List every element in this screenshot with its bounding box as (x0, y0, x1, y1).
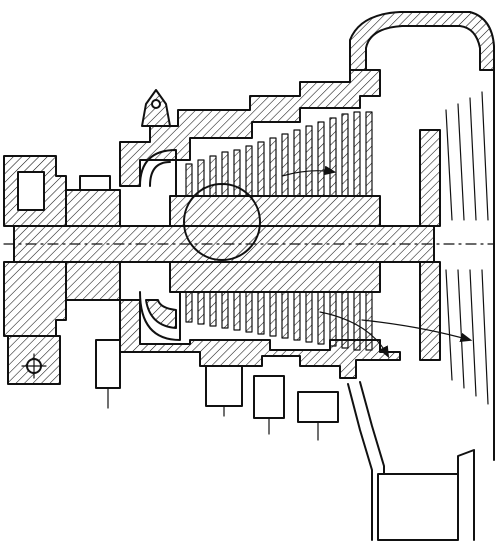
detail-circle (183, 183, 261, 261)
front-gland (65, 175, 121, 301)
flow-arrow-lower-2 (361, 319, 473, 343)
exhaust-hood (347, 381, 475, 541)
upper-rotor-drum (169, 195, 381, 227)
lower-casing (119, 299, 401, 379)
upper-nozzle-chamber (139, 149, 177, 197)
steam-flow-arrows (281, 165, 473, 359)
low-pressure-section (419, 69, 495, 461)
lower-pipe-stubs (95, 339, 339, 441)
lower-nozzle-chamber (139, 291, 181, 341)
left-bearing-housing (3, 155, 67, 385)
upper-blade-rows (185, 111, 373, 197)
main-shaft (3, 225, 495, 263)
flow-arrow-lower-1 (319, 311, 390, 359)
lower-rotor-drum (169, 261, 381, 293)
upper-casing (119, 11, 495, 187)
lifting-lug (141, 89, 171, 127)
flow-arrow-upper (281, 165, 337, 177)
